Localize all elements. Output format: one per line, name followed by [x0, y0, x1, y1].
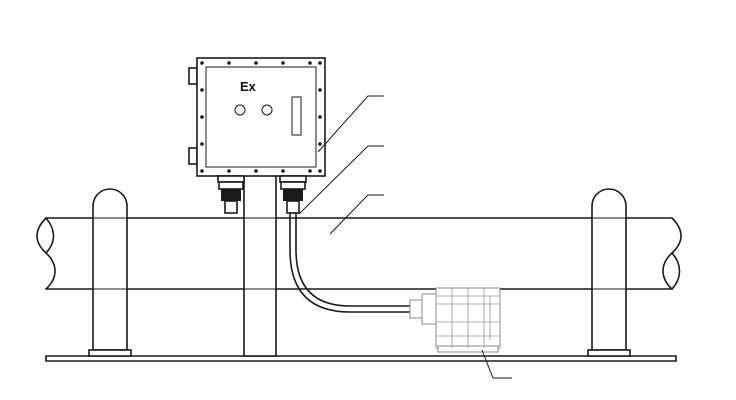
base-plate: [45, 355, 677, 362]
right-pipe-support: [587, 188, 631, 357]
left-pipe-support: [88, 188, 132, 357]
signal-cable: [289, 212, 419, 313]
indicator-lamp-right: [261, 104, 273, 116]
leader-box: [317, 95, 384, 153]
leader-lines: [298, 95, 512, 379]
explosion-proof-box: Ex: [188, 57, 326, 177]
hinge-top: [188, 67, 198, 85]
display-window: [291, 96, 302, 136]
sensor-probe: [409, 287, 501, 353]
flange-bolts: [200, 61, 322, 173]
cable-gland-right: [279, 175, 307, 214]
cable-gland-left: [217, 175, 245, 214]
mounting-column: [243, 173, 277, 357]
pipe: [36, 217, 682, 290]
ex-label: Ex: [240, 79, 257, 94]
indicator-lamp-left: [234, 104, 246, 116]
leader-sensor: [481, 349, 512, 379]
hinge-bottom: [188, 147, 198, 165]
leader-gland: [298, 145, 384, 215]
leader-pipe: [329, 194, 384, 235]
